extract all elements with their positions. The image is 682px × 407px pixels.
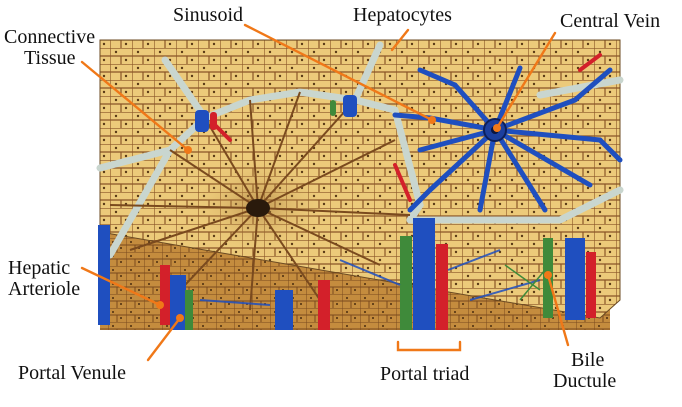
- label-portal-triad: Portal triad: [380, 364, 469, 385]
- label-central-vein: Central Vein: [560, 11, 660, 32]
- label-hepatic-line-1: Hepatic: [8, 258, 80, 279]
- label-sinusoid: Sinusoid: [173, 5, 243, 26]
- central-vein-left: [246, 199, 270, 217]
- label-bile-ductule: Bile Ductule: [553, 350, 643, 392]
- label-connective-line-2: Tissue: [4, 48, 95, 69]
- bracket-portal-triad: [398, 342, 460, 350]
- label-bile-line-2: Ductule: [553, 371, 643, 392]
- label-bile-line-1: Bile: [553, 350, 643, 371]
- label-hepatic-arteriole: Hepatic Arteriole: [8, 258, 80, 300]
- label-connective-line-1: Connective: [4, 27, 95, 48]
- label-portal-venule: Portal Venule: [18, 363, 126, 384]
- label-hepatocytes: Hepatocytes: [353, 5, 452, 26]
- label-hepatic-line-2: Arteriole: [8, 279, 80, 300]
- label-connective-tissue: Connective Tissue: [4, 27, 95, 69]
